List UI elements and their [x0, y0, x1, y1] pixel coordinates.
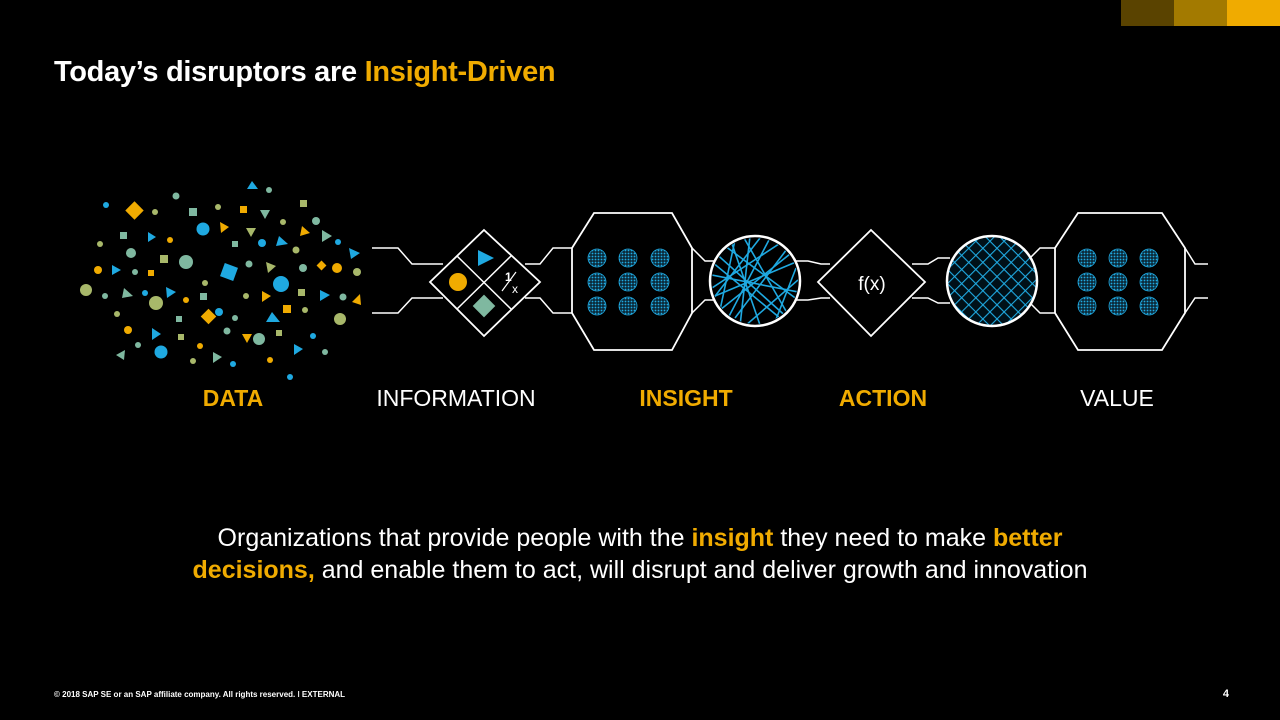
value-hexagon-icon: [1054, 212, 1186, 351]
tagline-text-2: they need to make: [773, 524, 993, 552]
data-to-value-diagram: 1 x: [80, 181, 1208, 380]
insight-hexagon-icon: [571, 212, 693, 351]
brand-bar-dark: [1121, 0, 1174, 26]
footer-copyright: © 2018 SAP SE or an SAP affiliate compan…: [54, 690, 346, 699]
stage-label-data: DATA: [202, 385, 264, 411]
information-diamond-icon: 1 x: [428, 228, 542, 338]
slide-title: Today’s disruptors are Insight-Driven: [54, 56, 556, 89]
action-diamond-icon: f(x): [816, 228, 927, 338]
data-scatter-icon: [80, 181, 361, 380]
stage-label-action: ACTION: [838, 385, 928, 411]
tagline-highlight-decisions: decisions,: [192, 556, 315, 584]
slide-title-highlight: Insight-Driven: [364, 56, 556, 88]
tangled-network-icon: [708, 234, 802, 328]
structured-grid-icon: [945, 234, 1039, 328]
stage-label-information: INFORMATION: [376, 385, 536, 411]
brand-bar-mid: [1174, 0, 1227, 26]
pipeline-connectors: [372, 247, 1208, 314]
brand-color-bar: [1121, 0, 1280, 26]
tagline: Organizations that provide people with t…: [0, 522, 1280, 586]
stage-label-insight: INSIGHT: [639, 385, 733, 411]
slide-title-prefix: Today’s disruptors are: [54, 56, 365, 88]
fraction-denominator: x: [512, 282, 518, 296]
stage-labels: DATA INFORMATION INSIGHT ACTION VALUE: [0, 385, 1280, 415]
fraction-numerator: 1: [505, 270, 512, 284]
function-label: f(x): [858, 274, 885, 295]
tagline-highlight-insight: insight: [691, 524, 774, 552]
tagline-text-1: Organizations that provide people with t…: [217, 524, 692, 552]
page-number: 4: [1222, 688, 1229, 700]
tagline-highlight-better: better: [992, 524, 1063, 552]
tagline-text-3: and enable them to act, will disrupt and…: [314, 556, 1088, 584]
stage-label-value: VALUE: [1080, 385, 1154, 411]
brand-bar-light: [1227, 0, 1280, 26]
